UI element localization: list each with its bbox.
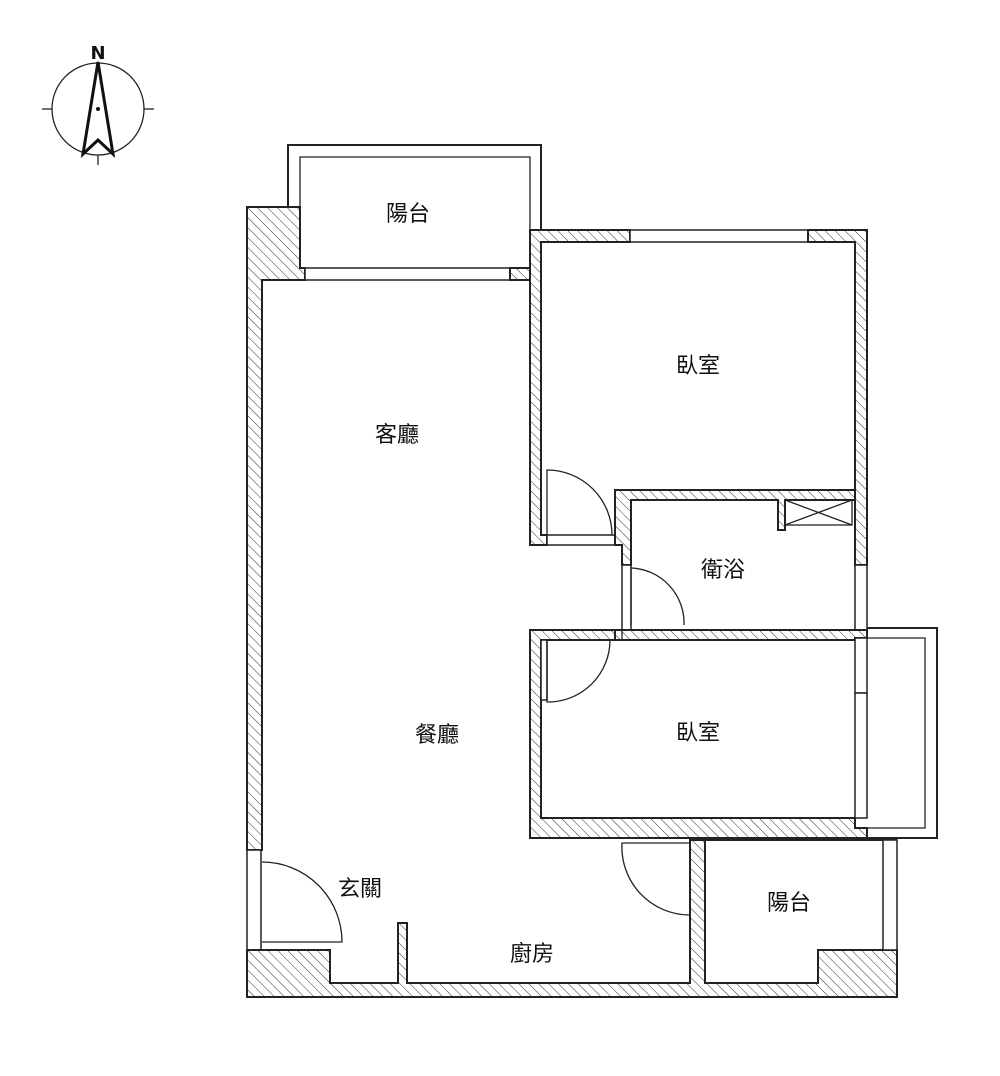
walls xyxy=(246,206,938,998)
door-balcony-bottom xyxy=(621,842,691,916)
room-label-dining-room: 餐廳 xyxy=(415,723,459,748)
duct-box xyxy=(784,499,853,526)
room-label-kitchen: 廚房 xyxy=(510,942,554,967)
room-label-balcony-top: 陽台 xyxy=(386,202,430,227)
door-entrance xyxy=(261,861,343,943)
room-label-bathroom: 衛浴 xyxy=(701,558,745,583)
window-bedroom-1 xyxy=(629,229,809,243)
room-label-bedroom-2: 臥室 xyxy=(676,721,720,746)
doors xyxy=(261,469,691,943)
room-label-entrance: 玄關 xyxy=(338,877,382,902)
room-label-living-room: 客廳 xyxy=(375,423,419,448)
bathroom-door-frame xyxy=(621,564,632,631)
room-label-balcony-bottom: 陽台 xyxy=(767,891,811,916)
room-label-bedroom-1: 臥室 xyxy=(676,354,720,379)
balcony-bedroom-2 xyxy=(867,627,938,839)
door-bedroom-2 xyxy=(546,639,611,703)
balcony-top xyxy=(287,144,542,230)
window-entrance xyxy=(246,849,262,951)
window-living xyxy=(304,267,511,281)
window-bedroom-2 xyxy=(854,692,868,819)
door-bedroom-1 xyxy=(546,469,613,536)
door-bathroom xyxy=(630,567,685,626)
north-label: N xyxy=(90,43,105,64)
window-bathroom xyxy=(854,564,868,631)
north-compass-icon: N xyxy=(42,43,154,165)
